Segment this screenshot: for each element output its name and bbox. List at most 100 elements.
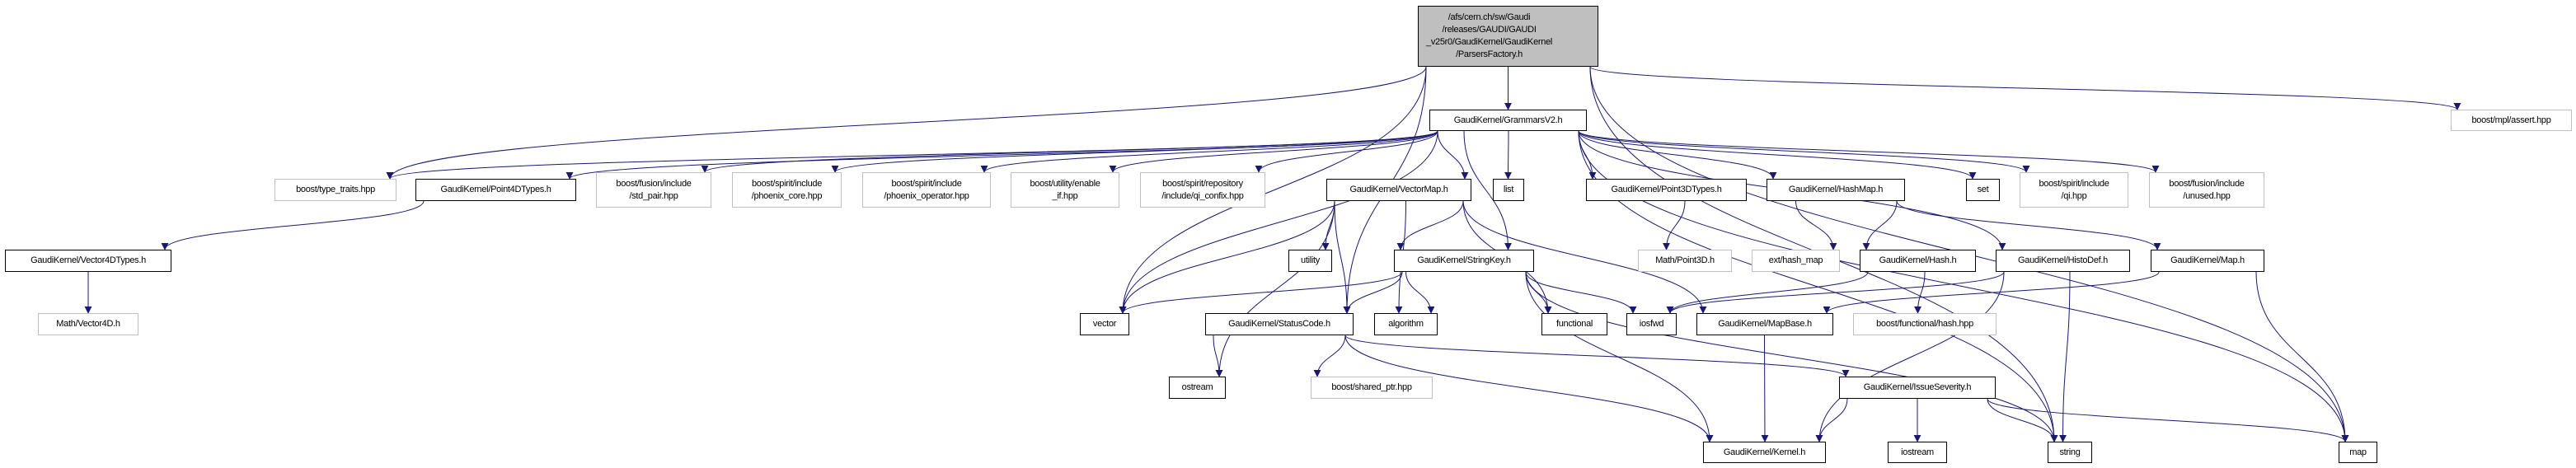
edge-statuscode-to-kernel <box>1344 335 1714 442</box>
edge-vectormap-to-mapbase <box>1462 200 1707 314</box>
edge-root-to-vector <box>1119 66 1427 314</box>
node-vector[interactable]: vector <box>1080 313 1129 335</box>
node-mplassert[interactable]: boost/mpl/assert.hpp <box>2451 110 2572 131</box>
node-label: boost/functional/hash.hpp <box>1876 319 1973 329</box>
node-root[interactable]: /afs/cern.ch/sw/Gaudi /releases/GAUDI/GA… <box>1418 6 1598 67</box>
node-hash[interactable]: GaudiKernel/Hash.h <box>1860 250 1976 272</box>
edge-grammars-to-stringkey <box>1463 130 1512 250</box>
node-exthashmap[interactable]: ext/hash_map <box>1752 250 1840 272</box>
edge-maph-to-map <box>2255 271 2349 442</box>
node-label: GaudiKernel/HashMap.h <box>1788 185 1884 194</box>
edge-statuscode-to-ostream <box>1213 335 1223 377</box>
node-maph[interactable]: GaudiKernel/Map.h <box>2151 250 2264 272</box>
node-label: GaudiKernel/MapBase.h <box>1718 319 1812 329</box>
edge-stringkey-to-iosfwd <box>1525 271 1637 314</box>
edge-issue-to-string <box>1987 398 2058 442</box>
edge-vectormap-to-statuscode <box>1334 200 1351 314</box>
node-stdpair[interactable]: boost/fusion/include /std_pair.hpp <box>596 172 711 208</box>
node-unused[interactable]: boost/fusion/include /unused.hpp <box>2149 172 2264 208</box>
edge-vectormap-to-vector <box>1119 200 1335 314</box>
node-label: iosfwd <box>1639 319 1664 329</box>
node-enableif[interactable]: boost/utility/enable _if.hpp <box>1011 172 1119 208</box>
edge-vectormap-to-stringkey <box>1396 200 1464 250</box>
node-label: GaudiKernel/Point4DTypes.h <box>440 185 551 194</box>
edge-statuscode-to-sharedptr <box>1313 335 1346 377</box>
edge-grammars-to-enableif <box>1109 130 1438 173</box>
node-phcore[interactable]: boost/spirit/include /phoenix_core.hpp <box>732 172 842 208</box>
edge-issue-to-map <box>1987 398 2349 442</box>
node-label: string <box>2059 447 2081 457</box>
node-set[interactable]: set <box>1966 179 2000 201</box>
node-point4d[interactable]: GaudiKernel/Point4DTypes.h <box>415 179 576 201</box>
node-sharedptr[interactable]: boost/shared_ptr.hpp <box>1311 377 1433 399</box>
node-label: ext/hash_map <box>1768 255 1823 265</box>
node-label: boost/utility/enable _if.hpp <box>1030 178 1100 201</box>
edge-grammars-to-phcore <box>831 130 1438 173</box>
node-iostream[interactable]: iostream <box>1888 442 1947 463</box>
node-ostream[interactable]: ostream <box>1169 377 1226 399</box>
edge-histodef-to-kernel <box>1815 271 2005 442</box>
node-mapbase[interactable]: GaudiKernel/MapBase.h <box>1696 313 1833 335</box>
node-qiconfix[interactable]: boost/spirit/repository /include/qi_conf… <box>1140 172 1265 208</box>
node-label: vector <box>1092 319 1117 329</box>
node-label: GaudiKernel/Kernel.h <box>1723 447 1806 457</box>
node-stringkey[interactable]: GaudiKernel/StringKey.h <box>1394 250 1534 272</box>
edge-hashmap-to-hash <box>1862 200 1898 250</box>
node-label: boost/spirit/include /phoenix_core.hpp <box>751 178 823 201</box>
node-issue[interactable]: GaudiKernel/IssueSeverity.h <box>1839 377 1996 399</box>
edge-root-to-typetraits <box>386 66 1427 180</box>
node-label: set <box>1977 185 1989 194</box>
edge-point3d-to-mathpoint3d <box>1663 200 1686 250</box>
node-label: boost/shared_ptr.hpp <box>1331 382 1412 392</box>
node-label: GaudiKernel/Point3DTypes.h <box>1611 185 1722 194</box>
node-algorithm[interactable]: algorithm <box>1374 313 1438 335</box>
node-iosfwd[interactable]: iosfwd <box>1626 313 1677 335</box>
node-point3d[interactable]: GaudiKernel/Point3DTypes.h <box>1586 179 1747 201</box>
node-mathpoint3d[interactable]: Math/Point3D.h <box>1638 250 1732 272</box>
node-label: GaudiKernel/GrammarsV2.h <box>1453 115 1563 125</box>
node-funchash[interactable]: boost/functional/hash.hpp <box>1853 313 1997 335</box>
node-label: Math/Point3D.h <box>1655 255 1715 265</box>
node-qi[interactable]: boost/spirit/include /qi.hpp <box>2020 172 2128 208</box>
node-list[interactable]: list <box>1493 179 1524 201</box>
edge-maph-to-mapbase <box>1823 271 2160 314</box>
node-hashmap[interactable]: GaudiKernel/HashMap.h <box>1767 179 1905 201</box>
edge-vectormap-to-ostream <box>1215 200 1335 377</box>
node-label: boost/mpl/assert.hpp <box>2471 115 2551 125</box>
node-kernel[interactable]: GaudiKernel/Kernel.h <box>1703 442 1826 463</box>
node-label: /afs/cern.ch/sw/Gaudi /releases/GAUDI/GA… <box>1426 12 1553 59</box>
node-string[interactable]: string <box>2048 442 2092 463</box>
node-label: boost/fusion/include /std_pair.hpp <box>616 178 692 201</box>
node-utility[interactable]: utility <box>1288 250 1332 272</box>
node-label: list <box>1503 185 1514 194</box>
node-typetraits[interactable]: boost/type_traits.hpp <box>274 179 396 201</box>
node-map[interactable]: map <box>2339 442 2377 463</box>
node-vectormap[interactable]: GaudiKernel/VectorMap.h <box>1326 179 1471 201</box>
node-label: algorithm <box>1388 319 1424 329</box>
node-label: boost/spirit/repository /include/qi_conf… <box>1161 178 1244 201</box>
edge-stringkey-to-algorithm <box>1405 271 1435 314</box>
node-phop[interactable]: boost/spirit/include /phoenix_operator.h… <box>862 172 991 208</box>
node-grammars[interactable]: GaudiKernel/GrammarsV2.h <box>1429 110 1587 131</box>
edge-grammars-to-set <box>1578 130 1977 180</box>
edge-root-to-mplassert <box>1589 66 2461 110</box>
edge-grammars-to-qi <box>1578 130 2030 173</box>
node-label: GaudiKernel/Hash.h <box>1879 255 1957 265</box>
edge-histodef-to-iosfwd <box>1666 271 2005 314</box>
node-mathvector4d[interactable]: Math/Vector4D.h <box>38 313 138 335</box>
node-label: Math/Vector4D.h <box>56 319 120 329</box>
node-functional[interactable]: functional <box>1541 313 1607 335</box>
edge-grammars-to-unused <box>1578 130 2160 173</box>
edge-grammars-to-qiconfix <box>1255 130 1438 173</box>
node-statuscode[interactable]: GaudiKernel/StatusCode.h <box>1205 313 1354 335</box>
edge-stringkey-to-statuscode <box>1343 271 1403 314</box>
node-histodef[interactable]: GaudiKernel/HistoDef.h <box>1996 250 2130 272</box>
node-label: ostream <box>1181 382 1213 392</box>
node-label: GaudiKernel/IssueSeverity.h <box>1863 382 1972 392</box>
node-label: GaudiKernel/StatusCode.h <box>1228 319 1330 329</box>
edge-hashmap-to-exthashmap <box>1795 200 1837 250</box>
edge-grammars-to-vector <box>1119 130 1438 314</box>
node-vector4dtypes[interactable]: GaudiKernel/Vector4DTypes.h <box>5 250 171 272</box>
edge-issue-to-kernel <box>1815 398 1848 442</box>
